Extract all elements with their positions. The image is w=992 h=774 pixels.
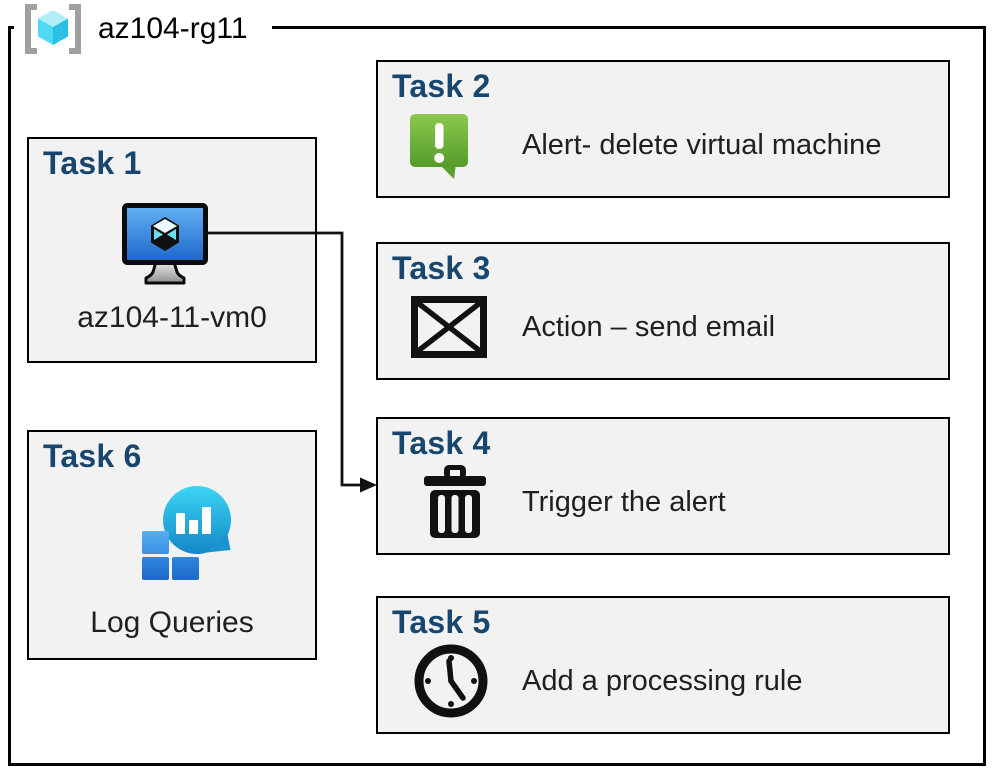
task-4-caption: Trigger the alert	[522, 485, 726, 518]
task-3-label: Task 3	[392, 250, 491, 286]
task-box-1: Task 1 az104-11-vm0	[27, 137, 317, 363]
task-1-label: Task 1	[43, 145, 142, 181]
task-1-caption: az104-11-vm0	[77, 301, 267, 334]
border-gap	[14, 22, 272, 32]
virtual-machine-icon	[121, 202, 209, 286]
log-queries-icon	[135, 486, 235, 584]
task-5-caption: Add a processing rule	[522, 664, 803, 697]
task-2-caption: Alert- delete virtual machine	[522, 128, 882, 161]
task-box-2: Task 2 Alert- delete virtual machine	[376, 60, 950, 198]
task-2-label: Task 2	[392, 68, 491, 104]
task-3-caption: Action – send email	[522, 310, 776, 343]
task-box-5: Task 5 Add a processing rule	[376, 596, 950, 734]
task-6-caption: Log Queries	[90, 606, 254, 639]
clock-icon	[411, 641, 491, 721]
task-5-label: Task 5	[392, 604, 491, 640]
resource-group-title: az104-rg11	[98, 12, 248, 45]
trash-icon	[421, 463, 489, 541]
task-box-6: Task 6	[27, 430, 317, 660]
task-box-3: Task 3 Action – send email	[376, 242, 950, 380]
email-icon	[410, 295, 488, 359]
task-4-label: Task 4	[392, 425, 491, 461]
resource-group-icon	[20, 2, 86, 61]
alert-icon	[408, 109, 470, 181]
task-6-label: Task 6	[43, 438, 142, 474]
task-box-4: Task 4 Trigger the alert	[376, 417, 950, 555]
